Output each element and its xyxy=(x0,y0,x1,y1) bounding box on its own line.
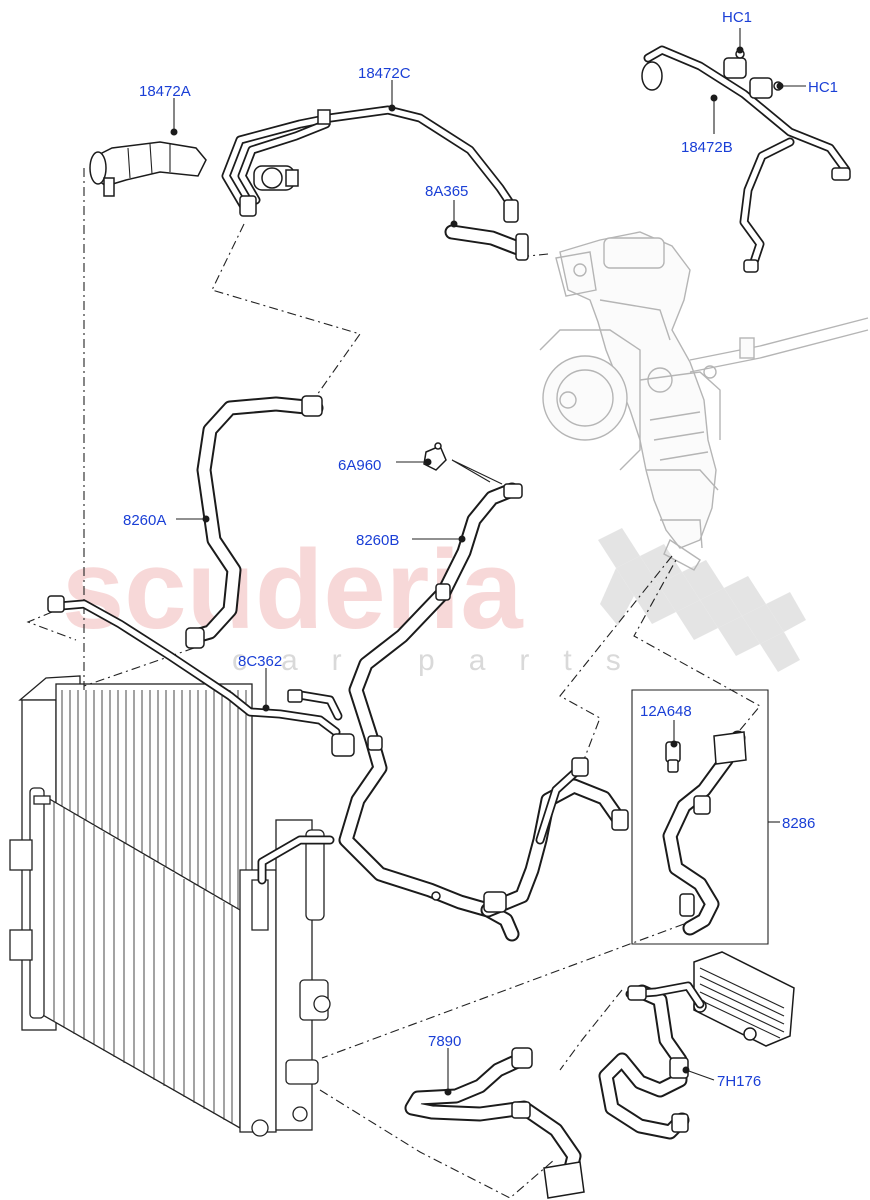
bracket-8286 xyxy=(631,689,769,945)
label-hc1-top: HC1 xyxy=(722,9,752,26)
label-8A365: 8A365 xyxy=(425,183,468,200)
hose-8C362 xyxy=(47,595,355,757)
hose-18472C xyxy=(221,105,519,223)
dash-leaders xyxy=(26,168,761,1199)
label-7H176: 7H176 xyxy=(717,1073,761,1090)
hose-8A365 xyxy=(444,224,529,261)
oil-cooler xyxy=(693,951,795,1047)
label-12A648: 12A648 xyxy=(640,703,692,720)
hose-8260B xyxy=(338,482,629,942)
label-7890: 7890 xyxy=(428,1033,461,1050)
hose-18472B xyxy=(641,45,851,273)
hose-8260A xyxy=(185,395,324,649)
label-18472C: 18472C xyxy=(358,65,411,82)
hose-18472A xyxy=(89,141,207,197)
clip-6A960 xyxy=(423,442,447,471)
hose-8286 xyxy=(662,730,747,936)
watermark-sub: car parts xyxy=(232,644,655,677)
hose-7H176 xyxy=(598,981,705,1140)
label-6A960: 6A960 xyxy=(338,457,381,474)
label-8C362: 8C362 xyxy=(238,653,282,670)
hose-7890 xyxy=(404,1047,585,1199)
engine-assembly-ghost xyxy=(539,231,869,571)
label-8286: 8286 xyxy=(782,815,815,832)
label-18472B: 18472B xyxy=(681,139,733,156)
label-8260B: 8260B xyxy=(356,532,399,549)
checkered-flag-watermark xyxy=(598,528,806,672)
label-hc1-right: HC1 xyxy=(808,79,838,96)
radiator xyxy=(9,675,335,1137)
hc1-clip-top xyxy=(723,49,747,79)
label-18472A: 18472A xyxy=(139,83,191,100)
label-8260A: 8260A xyxy=(123,512,166,529)
label-leaders xyxy=(170,28,806,1096)
